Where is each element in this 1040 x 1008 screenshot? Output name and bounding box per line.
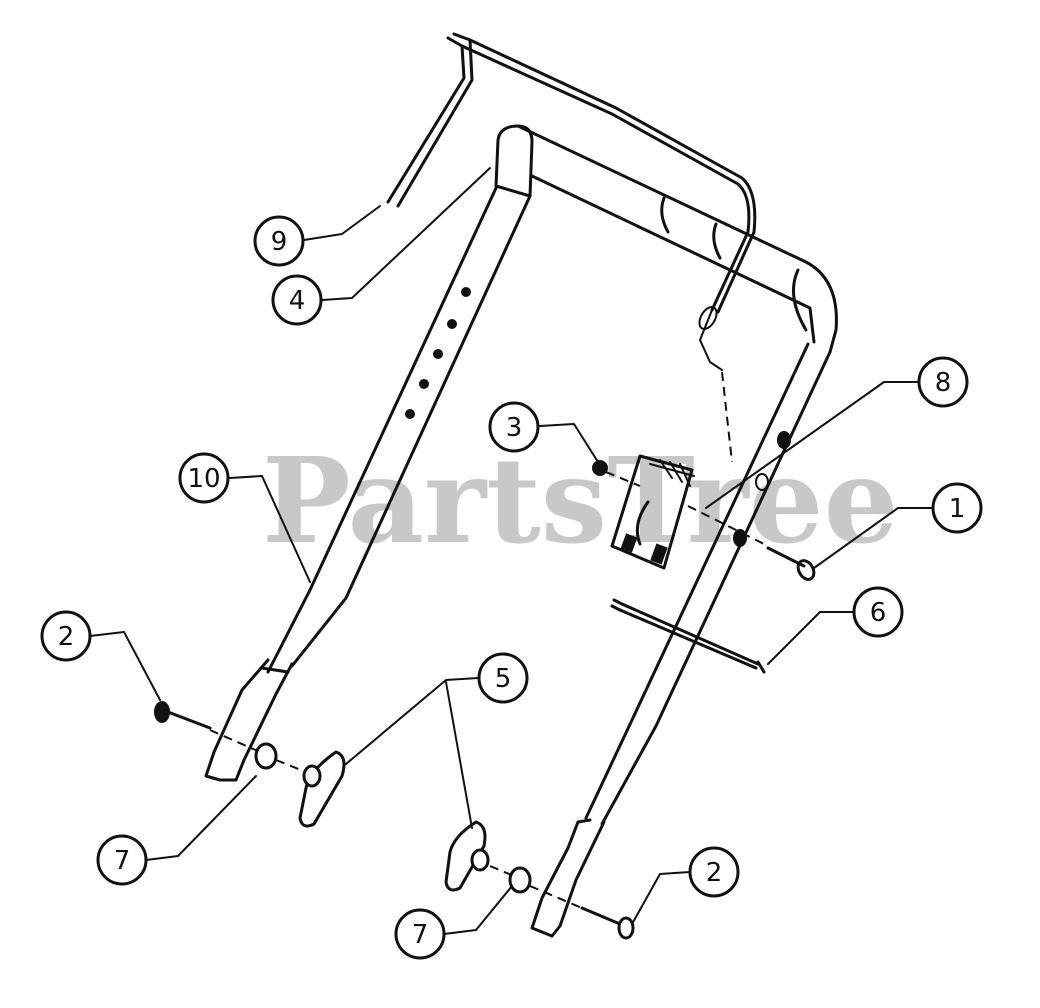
callout-8-label: 8 xyxy=(935,368,952,398)
callout-7-left-label: 7 xyxy=(114,846,131,876)
callout-1-label: 1 xyxy=(949,494,966,524)
callout-7-right-label: 7 xyxy=(412,920,429,950)
callout-10: 10 xyxy=(178,452,230,504)
callout-4-label: 4 xyxy=(289,286,306,316)
callout-2-left: 2 xyxy=(40,610,92,662)
callout-5-label: 5 xyxy=(495,664,512,694)
cable-guide xyxy=(610,431,791,570)
callout-10-label: 10 xyxy=(187,464,220,494)
callout-1: 1 xyxy=(931,482,983,534)
watermark: PartsTree xyxy=(262,431,899,570)
callout-4: 4 xyxy=(271,274,323,326)
callout-3: 3 xyxy=(488,401,540,453)
control-bail xyxy=(386,32,757,463)
lower-handle xyxy=(204,658,606,938)
callout-6: 6 xyxy=(852,586,904,638)
upper-handle xyxy=(266,124,838,826)
callout-9-label: 9 xyxy=(271,227,288,257)
callout-3-label: 3 xyxy=(506,413,523,443)
callout-2-right-label: 2 xyxy=(706,858,723,888)
callout-2-left-label: 2 xyxy=(58,622,75,652)
callout-7-left: 7 xyxy=(96,834,148,886)
callout-2-right: 2 xyxy=(688,846,740,898)
callout-5: 5 xyxy=(477,652,529,704)
leader-lines xyxy=(89,167,933,935)
callout-8: 8 xyxy=(917,356,969,408)
callout-7-right: 7 xyxy=(394,908,446,960)
hardware xyxy=(592,460,816,674)
callout-9: 9 xyxy=(253,215,305,267)
callout-6-label: 6 xyxy=(870,598,887,628)
knob-assemblies xyxy=(154,701,635,940)
